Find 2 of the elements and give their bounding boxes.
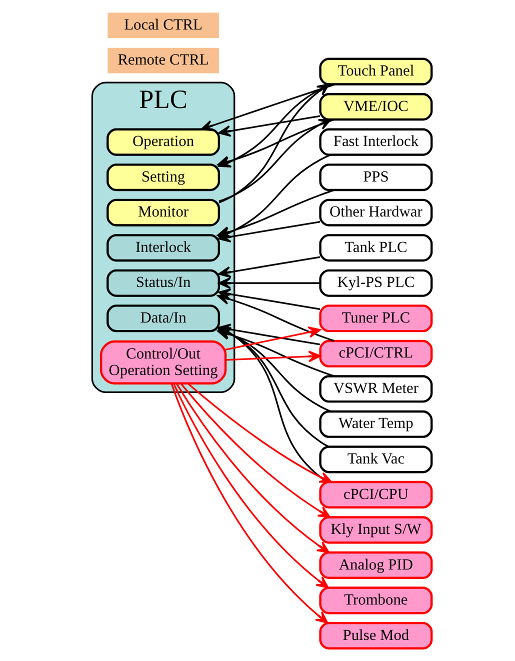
label: Remote CTRL [118,52,209,69]
label: Local CTRL [124,16,202,34]
